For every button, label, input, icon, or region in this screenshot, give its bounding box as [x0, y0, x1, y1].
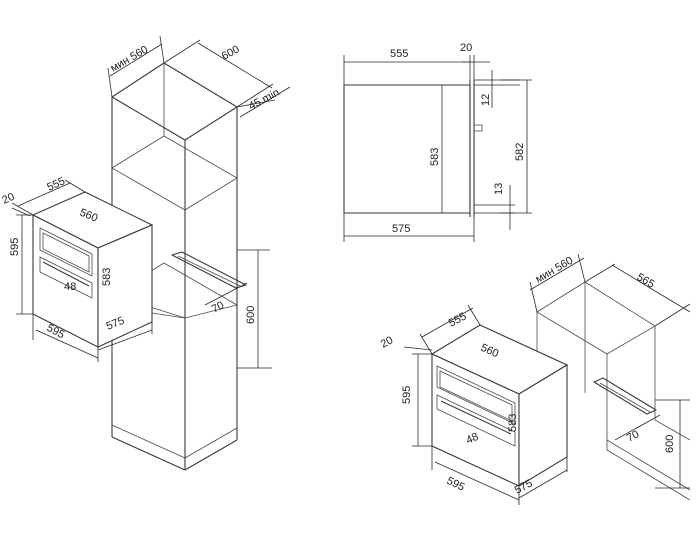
- side-inner-height-label: 583: [429, 148, 441, 166]
- under-width-label: 595: [445, 475, 467, 494]
- column-oven-depth-label: 555: [45, 175, 67, 193]
- column-niche-height-label: 600: [245, 306, 257, 324]
- under-depth-label: 565: [635, 271, 657, 291]
- under-handle-offset-label: 48: [464, 431, 480, 447]
- side-view: [343, 55, 532, 242]
- side-front-depth-label: 20: [460, 42, 472, 54]
- column-height-label: 595: [9, 238, 21, 256]
- side-bottom-gap-label: 13: [493, 183, 505, 195]
- under-niche-height-label: 600: [664, 435, 676, 453]
- column-depth-label: 600: [220, 43, 242, 62]
- side-body-depth-label: 555: [390, 48, 408, 60]
- column-min-width-label: мин 560: [109, 44, 151, 75]
- column-rear-gap-label: 45 min: [247, 87, 282, 113]
- under-front-panel-label: 20: [379, 334, 395, 350]
- column-dimensions: [11, 35, 291, 369]
- column-handle-offset-label: 48: [64, 281, 76, 293]
- column-vent-label: 70: [210, 299, 226, 315]
- column-front-panel-label: 20: [0, 191, 16, 207]
- column-inner-height-label: 583: [101, 268, 113, 286]
- under-vent-label: 70: [625, 428, 641, 444]
- side-top-gap-label: 12: [480, 94, 492, 106]
- side-overall-depth-label: 575: [392, 223, 410, 235]
- under-counter-cabinet: [536, 281, 691, 501]
- under-min-width-label: мин 560: [534, 255, 576, 286]
- under-oven-depth-label: 555: [447, 310, 469, 329]
- side-total-height-label: 582: [514, 143, 526, 161]
- column-oven: [31, 191, 154, 348]
- under-inner-height-label: 583: [507, 414, 519, 432]
- under-counter-oven: [430, 324, 569, 487]
- under-height-label: 595: [401, 386, 413, 404]
- under-counter-dimensions: [403, 253, 691, 505]
